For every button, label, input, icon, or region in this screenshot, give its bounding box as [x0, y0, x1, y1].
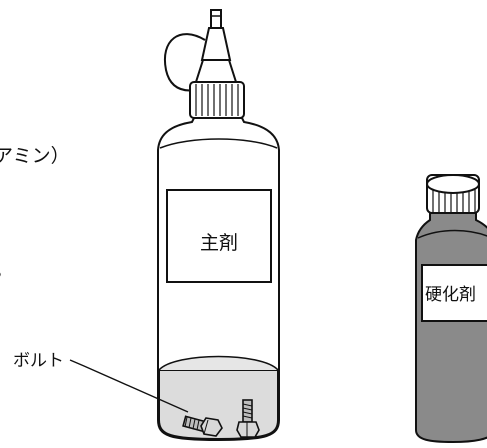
- cap-tether: [163, 33, 206, 92]
- hardener-bottle-label: 硬化剤: [421, 264, 487, 322]
- hardener-bottle-cap: [426, 174, 480, 214]
- liquid-surface: [158, 355, 279, 371]
- bolt-standing-icon: [236, 399, 260, 438]
- bolt-callout-line: [69, 359, 189, 413]
- hardener-bottle-label-text: 硬化剤: [425, 285, 476, 305]
- partial-text-top: アミン）: [0, 145, 70, 167]
- main-bottle-label: 主剤: [166, 189, 272, 283]
- bolt-callout-label: ボルト: [13, 351, 64, 371]
- partial-text-mid: 。: [0, 259, 13, 281]
- main-bottle-cap: [189, 81, 245, 119]
- nozzle: [194, 9, 238, 83]
- bolt-icon: [182, 415, 223, 437]
- hardener-bottle-body: [415, 212, 487, 444]
- main-bottle-label-text: 主剤: [200, 232, 238, 254]
